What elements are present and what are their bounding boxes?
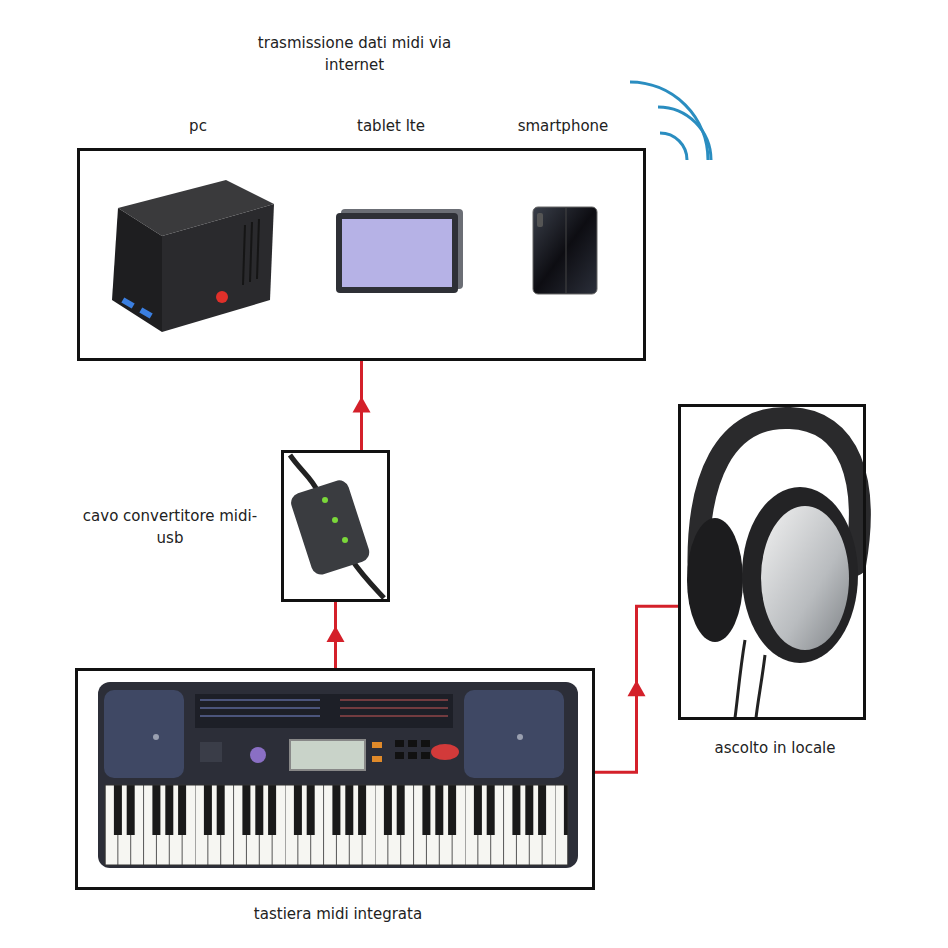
converter-cable (288, 455, 384, 598)
arrow-head (327, 626, 345, 642)
connector-line (595, 606, 678, 772)
node-label: tablet lte (331, 115, 451, 137)
signal-connector (327, 602, 345, 668)
device-group-box: pctablet ltesmartphone (77, 148, 646, 361)
smartphone (533, 207, 597, 294)
keyboard-box: tastiera midi integrata (75, 668, 595, 890)
signal-connector (353, 361, 371, 450)
arrow-head (628, 680, 646, 696)
signal-connector (595, 606, 678, 772)
mini-pc (112, 180, 274, 332)
arrow-head (353, 397, 371, 413)
converter-box: cavo convertitore midi-usb (281, 450, 390, 602)
headphones (687, 418, 860, 718)
node-label: cavo convertitore midi-usb (74, 505, 266, 549)
node-label: pc (138, 115, 258, 137)
node-label: tastiera midi integrata (78, 903, 598, 925)
heading-note: trasmissione dati midi via internet (252, 32, 457, 76)
headphones-box: ascolto in locale (678, 404, 866, 720)
node-label: smartphone (498, 115, 628, 137)
tablet (336, 209, 463, 293)
keyboard (98, 682, 578, 868)
node-label: ascolto in locale (661, 737, 889, 759)
